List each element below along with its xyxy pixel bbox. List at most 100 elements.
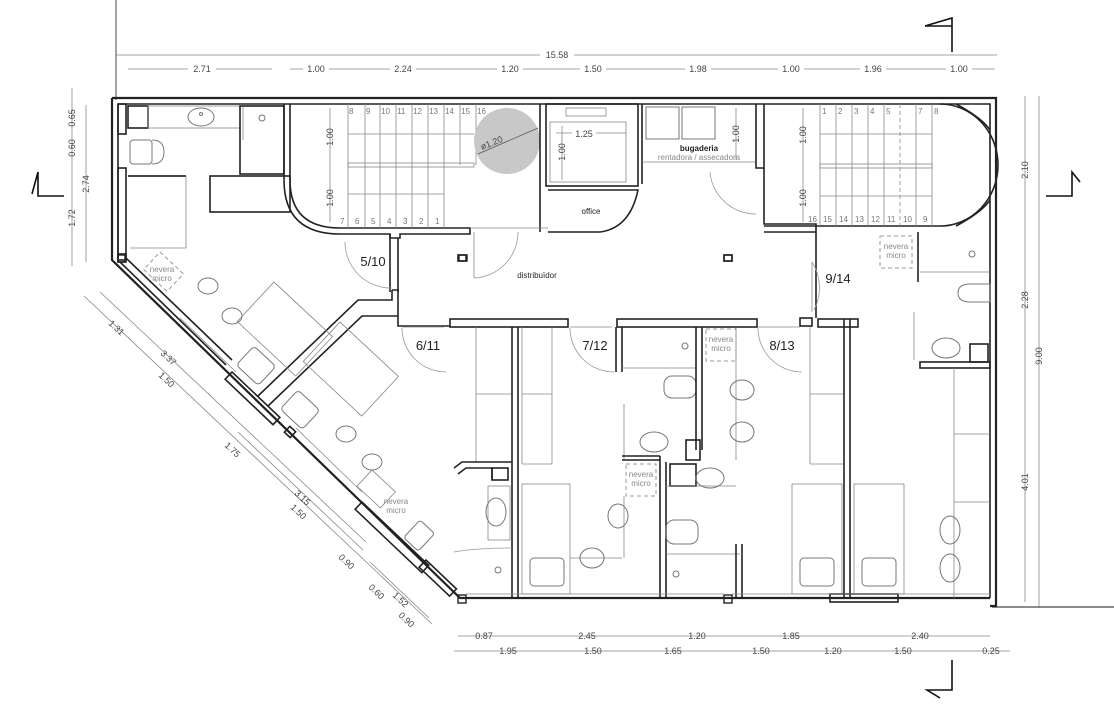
svg-text:1.00: 1.00 bbox=[557, 143, 567, 161]
svg-text:micro: micro bbox=[711, 344, 731, 353]
dim-chain-left: 0.65 0.60 1.72 2.74 bbox=[67, 88, 91, 266]
svg-text:1.95: 1.95 bbox=[499, 646, 517, 656]
lift-shaft: 1.25 1.00 bbox=[539, 103, 639, 187]
section-marker-left bbox=[31, 171, 64, 197]
svg-text:2.45: 2.45 bbox=[578, 631, 596, 641]
room-7-12: 7/12 nevera micro bbox=[521, 327, 703, 598]
svg-text:6/11: 6/11 bbox=[416, 338, 440, 353]
svg-text:1.96: 1.96 bbox=[864, 64, 882, 74]
svg-text:7: 7 bbox=[918, 107, 923, 116]
svg-text:nevera: nevera bbox=[884, 242, 909, 251]
svg-text:11: 11 bbox=[887, 215, 896, 224]
svg-text:7: 7 bbox=[340, 217, 345, 226]
svg-text:8: 8 bbox=[349, 107, 354, 116]
svg-text:2: 2 bbox=[838, 107, 843, 116]
corridor-wall-south bbox=[392, 289, 859, 328]
svg-text:0.25: 0.25 bbox=[982, 646, 1000, 656]
svg-text:10: 10 bbox=[903, 215, 912, 224]
svg-text:14: 14 bbox=[839, 215, 848, 224]
svg-text:1.00: 1.00 bbox=[307, 64, 325, 74]
svg-text:1.20: 1.20 bbox=[501, 64, 519, 74]
svg-text:1.52: 1.52 bbox=[391, 590, 411, 609]
office: office bbox=[470, 184, 639, 233]
svg-text:4: 4 bbox=[387, 217, 392, 226]
svg-text:2.24: 2.24 bbox=[394, 64, 412, 74]
svg-text:0.65: 0.65 bbox=[67, 109, 77, 127]
svg-text:8/13: 8/13 bbox=[769, 338, 794, 353]
svg-text:10: 10 bbox=[381, 107, 390, 116]
room-9-14: nevera micro bbox=[879, 232, 991, 598]
svg-text:1: 1 bbox=[435, 217, 440, 226]
svg-text:1.00: 1.00 bbox=[950, 64, 968, 74]
dim-chain-diagonal: 1.31 1.50 1.75 1.50 0.90 0.60 0.90 3.37 … bbox=[83, 291, 433, 629]
diagonal-facade bbox=[119, 257, 458, 598]
bathroom-center bbox=[665, 467, 743, 598]
svg-text:1.65: 1.65 bbox=[664, 646, 682, 656]
svg-text:15: 15 bbox=[461, 107, 470, 116]
svg-text:2.28: 2.28 bbox=[1020, 291, 1030, 309]
svg-text:nevera: nevera bbox=[384, 497, 409, 506]
structural-columns bbox=[117, 254, 733, 604]
svg-text:rentadora / assecadora: rentadora / assecadora bbox=[658, 153, 741, 162]
svg-text:0.87: 0.87 bbox=[475, 631, 493, 641]
svg-text:1.98: 1.98 bbox=[689, 64, 707, 74]
svg-text:micro: micro bbox=[152, 274, 172, 283]
svg-text:1.00: 1.00 bbox=[798, 126, 808, 144]
svg-text:3: 3 bbox=[854, 107, 859, 116]
svg-text:1.00: 1.00 bbox=[731, 125, 741, 143]
svg-text:16: 16 bbox=[808, 215, 817, 224]
svg-text:1.00: 1.00 bbox=[325, 189, 335, 207]
room-right bbox=[853, 483, 905, 595]
svg-text:1.50: 1.50 bbox=[157, 370, 177, 389]
svg-text:15.58: 15.58 bbox=[546, 50, 569, 60]
svg-text:nevera: nevera bbox=[629, 470, 654, 479]
section-marker-bottom bbox=[924, 660, 953, 699]
svg-text:5/10: 5/10 bbox=[360, 254, 385, 269]
svg-text:micro: micro bbox=[631, 479, 651, 488]
dim-chain-bottom: 0.87 2.45 1.20 1.85 2.40 1.95 1.50 1.65 … bbox=[454, 631, 1010, 656]
svg-text:16: 16 bbox=[477, 107, 486, 116]
exterior-walls bbox=[110, 96, 998, 608]
svg-text:2.10: 2.10 bbox=[1020, 161, 1030, 179]
svg-text:1: 1 bbox=[822, 107, 827, 116]
svg-text:1.72: 1.72 bbox=[67, 209, 77, 227]
room-9-14-door: 9/14 bbox=[811, 232, 851, 318]
svg-text:9: 9 bbox=[366, 107, 371, 116]
svg-text:5: 5 bbox=[371, 217, 376, 226]
svg-text:4: 4 bbox=[870, 107, 875, 116]
svg-text:nevera: nevera bbox=[709, 335, 734, 344]
bathroom-top-left bbox=[127, 105, 291, 249]
staircase-right: 1 2 3 4 5 7 8 16 15 14 13 12 11 10 9 1.0… bbox=[755, 103, 999, 233]
svg-text:0.60: 0.60 bbox=[67, 139, 77, 157]
dim-overall-width: 15.58 bbox=[115, 0, 997, 100]
svg-text:1.50: 1.50 bbox=[584, 64, 602, 74]
svg-text:12: 12 bbox=[871, 215, 880, 224]
svg-text:micro: micro bbox=[386, 506, 406, 515]
svg-text:1.50: 1.50 bbox=[584, 646, 602, 656]
svg-text:1.00: 1.00 bbox=[782, 64, 800, 74]
svg-text:1.50: 1.50 bbox=[752, 646, 770, 656]
svg-text:0.90: 0.90 bbox=[337, 552, 357, 571]
svg-text:3.37: 3.37 bbox=[159, 348, 179, 367]
svg-text:9.00: 9.00 bbox=[1034, 347, 1044, 365]
svg-text:0.90: 0.90 bbox=[397, 610, 417, 629]
room-6-11: 6/11 nevera micro nevera micro bbox=[142, 251, 519, 598]
svg-text:15: 15 bbox=[823, 215, 832, 224]
dim-chain-right: 2.10 2.28 4.01 9.00 bbox=[992, 96, 1114, 608]
svg-text:1.31: 1.31 bbox=[107, 318, 127, 337]
svg-text:6: 6 bbox=[355, 217, 360, 226]
svg-text:1.85: 1.85 bbox=[782, 631, 800, 641]
svg-text:2.40: 2.40 bbox=[911, 631, 929, 641]
svg-text:7/12: 7/12 bbox=[582, 338, 607, 353]
section-marker-top bbox=[924, 16, 953, 52]
svg-text:13: 13 bbox=[429, 107, 438, 116]
svg-text:5: 5 bbox=[886, 107, 891, 116]
svg-text:1.75: 1.75 bbox=[223, 440, 243, 459]
svg-text:11: 11 bbox=[397, 107, 406, 116]
svg-text:2.71: 2.71 bbox=[193, 64, 211, 74]
room-8-13: 8/13 nevera micro bbox=[705, 319, 899, 603]
svg-text:3: 3 bbox=[403, 217, 408, 226]
svg-text:nevera: nevera bbox=[150, 265, 175, 274]
section-marker-right bbox=[1046, 169, 1081, 197]
